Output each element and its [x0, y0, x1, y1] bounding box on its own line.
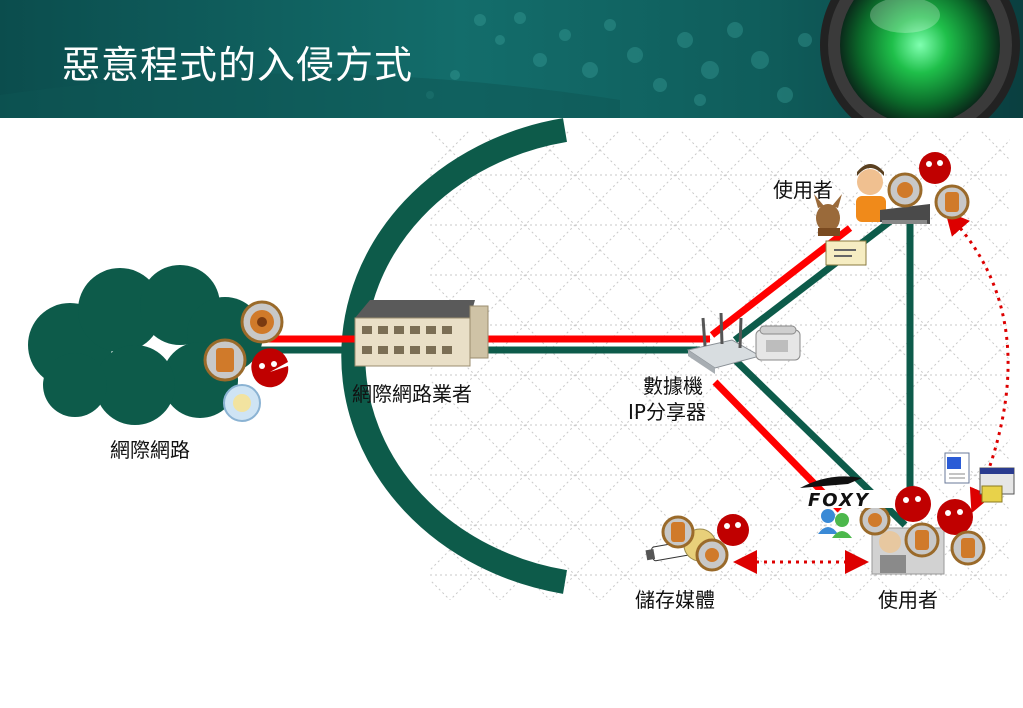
virus-icon — [904, 522, 940, 558]
user-label-bottom: 使用者 — [878, 588, 938, 612]
email-icon — [825, 240, 867, 266]
window-icon — [979, 467, 1015, 503]
virus-icon — [934, 184, 970, 220]
dotted-arrow-users — [945, 210, 1010, 514]
foxy-logo-icon: FOXY — [800, 476, 895, 511]
router-label-line2: IP分享器 — [628, 400, 706, 424]
cloud-icon — [28, 265, 263, 425]
pacman-virus-icon — [937, 499, 973, 535]
traffic-light-lens-icon — [820, 0, 1020, 118]
virus-icon — [887, 172, 923, 208]
virus-icon — [203, 338, 247, 382]
header-banner — [0, 0, 1023, 118]
router-icon — [686, 312, 762, 374]
svg-text:FOXY: FOXY — [808, 490, 870, 511]
document-icon — [944, 452, 970, 484]
pacman-virus-icon — [251, 348, 289, 388]
virus-icon — [950, 530, 986, 566]
pacman-virus-icon — [895, 486, 931, 522]
telephone-icon — [755, 325, 801, 361]
trojan-character-icon — [814, 194, 842, 236]
isp-boundary-arc — [341, 118, 567, 594]
isp-label: 網際網路業者 — [352, 382, 472, 406]
router-label-line1: 數據機 — [643, 374, 703, 398]
virus-icon — [661, 515, 695, 549]
building-icon — [354, 300, 489, 367]
storage-label: 儲存媒體 — [635, 588, 715, 612]
messenger-icon — [818, 509, 852, 538]
pacman-virus-icon — [919, 152, 951, 184]
user-computer-icon — [856, 164, 930, 224]
virus-icon — [240, 300, 284, 344]
virus-icon — [695, 538, 729, 572]
internet-label: 網際網路 — [110, 438, 190, 462]
user-label-top: 使用者 — [773, 178, 833, 202]
virus-icon — [223, 384, 261, 422]
slide-title: 惡意程式的入侵方式 — [62, 43, 414, 87]
pacman-virus-icon — [717, 514, 749, 546]
